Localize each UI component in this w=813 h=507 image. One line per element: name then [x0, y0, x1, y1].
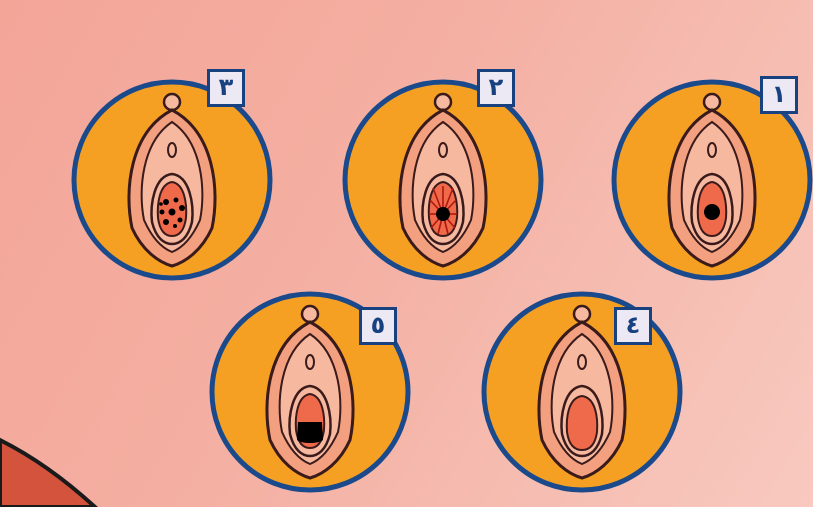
label-badge-2: ٢: [477, 69, 515, 107]
label-badge-4: ٤: [614, 307, 652, 345]
figure-3: [74, 82, 270, 278]
corner-shape: [0, 440, 95, 507]
figure-2: [345, 82, 541, 278]
label-badge-1: ١: [760, 76, 798, 114]
opening-dot: [704, 204, 720, 220]
label-badge-5: ٥: [359, 307, 397, 345]
label-badge-3: ٣: [207, 69, 245, 107]
opening-square: [297, 422, 323, 443]
opening-open: [567, 396, 597, 450]
